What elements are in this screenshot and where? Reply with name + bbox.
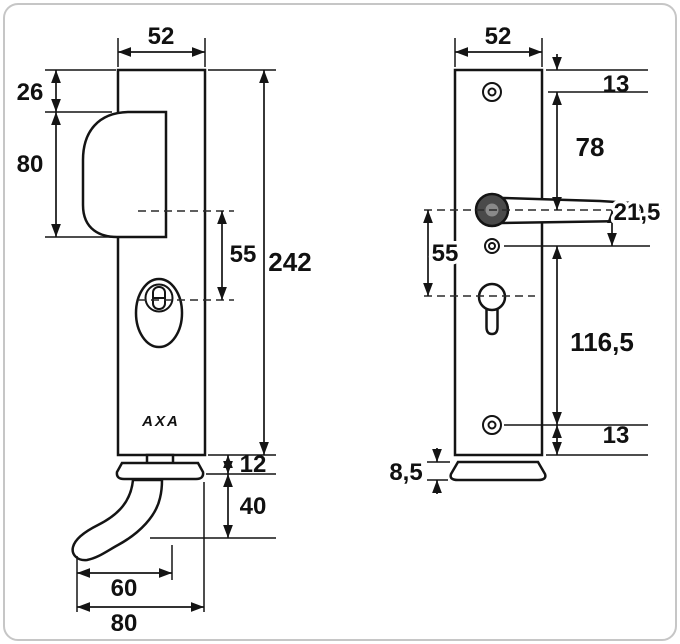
pull-handle — [71, 478, 164, 562]
dim-label: 116,5 — [570, 327, 634, 357]
dim-label: 8,5 — [389, 459, 422, 486]
dim-label: 12 — [240, 451, 267, 478]
dim-cylinder-span: 116,5 — [552, 246, 637, 425]
dim-spindle-to-screw: 21,5 — [504, 196, 664, 247]
dim-label: 21,5 — [614, 199, 661, 226]
cylinder-guard — [134, 277, 184, 349]
dim-screw-to-spindle: 78 — [552, 92, 605, 210]
lever-endcap-line — [620, 203, 630, 221]
exterior-view: AXA 52 26 80 55 — [17, 23, 312, 637]
dim-label: 55 — [230, 241, 257, 268]
dim-top-to-grip: 26 — [17, 69, 116, 113]
dim-label: 13 — [603, 422, 630, 449]
dim-collar-height-right: 8,5 — [389, 448, 450, 494]
dim-spindle-to-cylinder-right: 55 — [423, 210, 462, 296]
dim-label: 13 — [603, 71, 630, 98]
dim-handle-drop: 40 — [150, 474, 276, 539]
dim-grip-height: 80 — [17, 112, 112, 238]
dim-collar-height-left: 12 — [206, 451, 276, 478]
dim-plate-height: 242 — [208, 69, 312, 456]
euro-cylinder — [477, 282, 507, 336]
interior-collar — [449, 460, 547, 482]
dim-top-to-screw: 13 — [546, 54, 648, 98]
dim-label: 26 — [17, 79, 44, 106]
dim-spindle-to-cylinder-left: 55 — [217, 211, 260, 300]
dim-screw-to-bottom: 13 — [504, 422, 648, 456]
dim-total-projection: 80 — [77, 482, 205, 637]
dim-plate-width-left: 52 — [117, 23, 206, 67]
screw-spindle-icon — [484, 238, 500, 254]
screw-bottom-icon — [482, 415, 502, 435]
dim-label: 242 — [268, 247, 311, 277]
dim-label: 80 — [17, 151, 44, 178]
handle-collar — [115, 461, 205, 481]
pull-grip — [81, 110, 168, 239]
dim-label: 80 — [111, 610, 138, 637]
dim-label: 52 — [148, 23, 175, 50]
brand-logo: AXA — [141, 413, 180, 430]
dim-label: 60 — [111, 575, 138, 602]
dim-handle-projection: 60 — [76, 545, 173, 612]
dim-label: 55 — [432, 240, 459, 267]
interior-view: 52 13 78 21,5 55 116,5 — [389, 23, 664, 494]
dim-plate-width-right: 52 — [454, 23, 543, 67]
dim-label: 78 — [576, 132, 605, 162]
interior-plate — [453, 68, 544, 457]
screw-top-icon — [482, 82, 502, 102]
guard-core-icon — [144, 283, 174, 313]
dim-label: 52 — [485, 23, 512, 50]
dim-label: 40 — [240, 493, 267, 520]
